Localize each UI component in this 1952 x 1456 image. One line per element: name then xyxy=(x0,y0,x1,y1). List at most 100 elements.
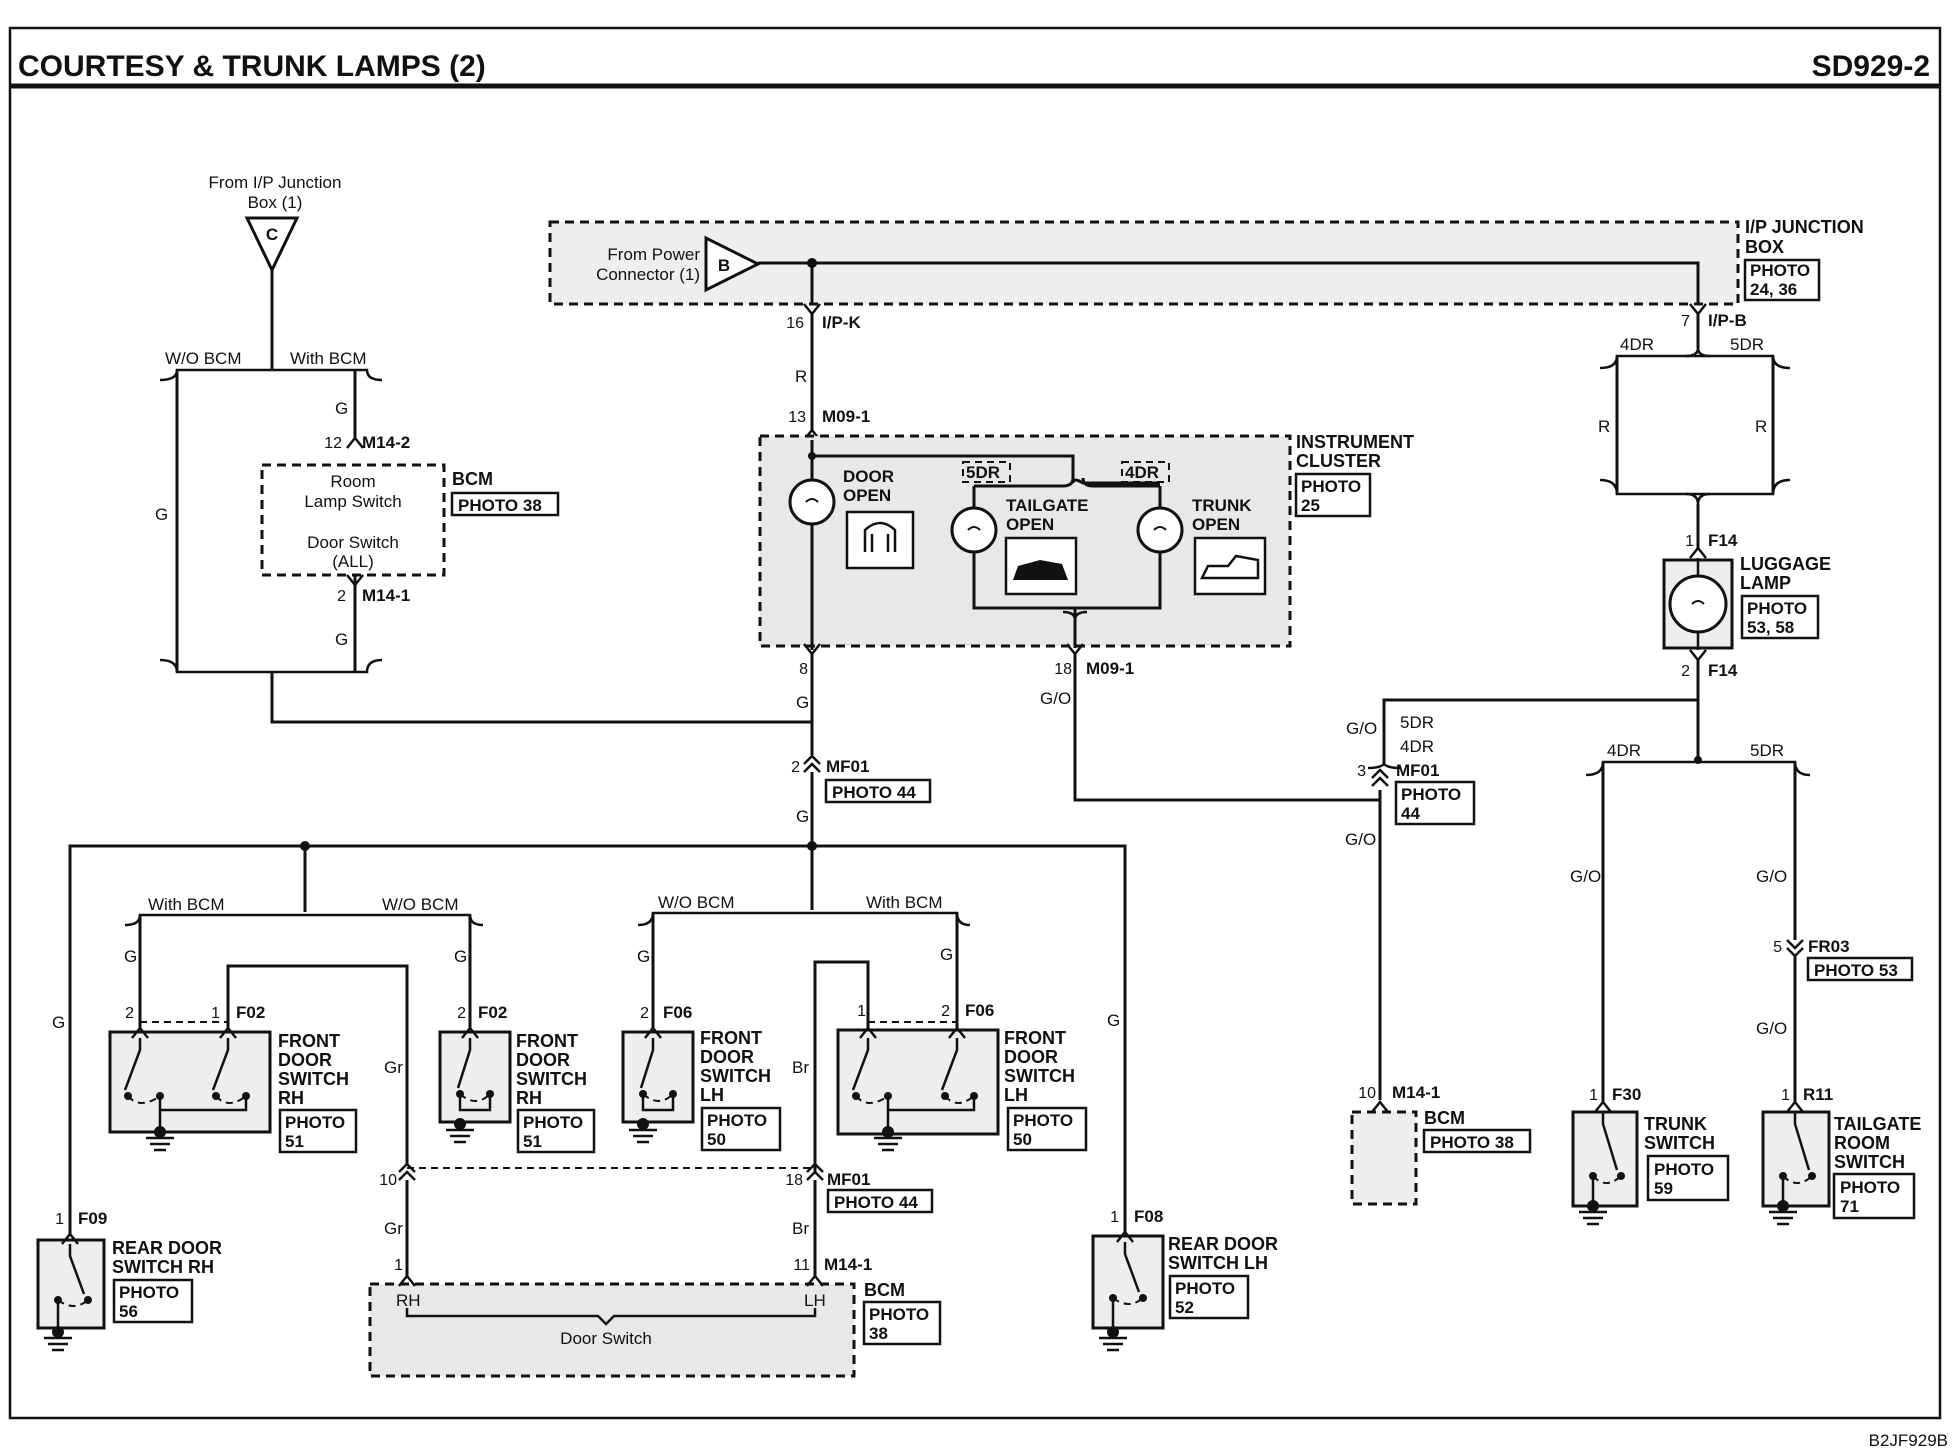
front-door-switch-lh-wo-bcm: G 2 F06 FRONT DOOR SWITCH LH PHOTO 50 xyxy=(621,913,782,1152)
photo-ref: PHOTO xyxy=(1175,1279,1235,1298)
pin-number: 1 xyxy=(1110,1209,1119,1226)
wire-color-label: R xyxy=(1755,417,1767,436)
wire-color-label: Gr xyxy=(384,1219,403,1238)
connector-id: M14-1 xyxy=(1392,1083,1440,1102)
photo-ref: 59 xyxy=(1654,1179,1673,1198)
bcm-room-lamp-switch: 12 M14-2 Room Lamp Switch Door Switch (A… xyxy=(260,433,560,605)
pin-number: 1 xyxy=(394,1257,403,1274)
cluster-tag-5dr: 5DR xyxy=(966,463,1000,482)
bcm-bottom-rh: RH xyxy=(396,1291,421,1310)
bcm-bottom-door-switch: Door Switch xyxy=(560,1329,652,1348)
pin-number: 12 xyxy=(324,435,342,452)
connector-id: F06 xyxy=(965,1001,994,1020)
connector-id: R11 xyxy=(1803,1085,1833,1104)
component-name: BCM xyxy=(1424,1108,1465,1128)
trunk-switch: 1 F30 TRUNK SWITCH PHOTO 59 xyxy=(1571,1085,1730,1226)
connector-b-source-line2: Connector (1) xyxy=(596,265,700,284)
component-name: LH xyxy=(700,1085,724,1105)
photo-ref: PHOTO 44 xyxy=(832,783,916,802)
wire-color-label: G xyxy=(637,947,650,966)
photo-ref: PHOTO xyxy=(119,1283,179,1302)
option-5dr-mid: 5DR xyxy=(1400,713,1434,732)
wire-color-label: G xyxy=(796,807,809,826)
wire-color-label: G xyxy=(335,630,348,649)
photo-ref: PHOTO xyxy=(1013,1111,1073,1130)
pin-number: 2 xyxy=(457,1005,466,1022)
switch-body xyxy=(108,1030,272,1134)
connector-id: M14-1 xyxy=(362,586,410,605)
connector-c-source-line2: Box (1) xyxy=(248,193,303,212)
bcm-door-switch: 1 11 M14-1 RH LH Door Switch BCM PHOTO 3… xyxy=(368,1255,942,1378)
photo-ref: 51 xyxy=(285,1132,304,1151)
ipjb-name-line1: I/P JUNCTION xyxy=(1745,217,1864,237)
tailgate-open-label-line1: TAILGATE xyxy=(1006,496,1088,515)
wire-color-label: R xyxy=(1598,417,1610,436)
pin-number: 2 xyxy=(941,1003,950,1020)
trunk-open-label-line1: TRUNK xyxy=(1192,496,1252,515)
pin-number: 1 xyxy=(857,1003,866,1020)
pin-number: 1 xyxy=(1589,1087,1598,1104)
switch-body xyxy=(1091,1234,1165,1330)
photo-ref: 56 xyxy=(119,1302,138,1321)
wire-color-label: G/O xyxy=(1345,830,1376,849)
pin-number: 8 xyxy=(799,661,808,678)
connector-id: FR03 xyxy=(1808,937,1850,956)
tailgate-room-switch: 1 R11 TAILGATE ROOM SWITCH PHOTO 71 xyxy=(1761,1085,1921,1226)
photo-ref: PHOTO 53 xyxy=(1814,961,1898,980)
luggage-name-line1: LUGGAGE xyxy=(1740,554,1831,574)
door-switch-bus: With BCM W/O BCM W/O BCM With BCM G G xyxy=(52,841,1127,1234)
component-name: SWITCH xyxy=(1644,1133,1715,1153)
rear-door-switch-rh: 1 F09 REAR DOOR SWITCH RH PHOTO 56 xyxy=(36,1209,222,1352)
instrument-cluster: 5DR 4DR DOOR OPEN TAILGATE OPEN TRUNK OP… xyxy=(758,432,1414,650)
bcm-top-line4: (ALL) xyxy=(332,552,374,571)
photo-ref: 50 xyxy=(1013,1130,1032,1149)
photo-ref: PHOTO xyxy=(285,1113,345,1132)
connector-b-letter: B xyxy=(718,256,730,275)
connector-c-source-line1: From I/P Junction xyxy=(209,173,342,192)
wire-color-label: G xyxy=(1107,1011,1120,1030)
option-with-bcm-rh: With BCM xyxy=(148,895,225,914)
pin-number: 10 xyxy=(1358,1085,1376,1102)
wire-color-label: G xyxy=(155,505,168,524)
wire-color-label: G/O xyxy=(1040,689,1071,708)
wire-color-label: G xyxy=(454,947,467,966)
pin-number: 2 xyxy=(125,1005,134,1022)
option-wo-bcm-top: W/O BCM xyxy=(165,349,242,368)
connector-id: F14 xyxy=(1708,531,1738,550)
door-open-indicator-icon xyxy=(845,510,915,570)
wire-color-label: Br xyxy=(792,1219,809,1238)
component-name: SWITCH xyxy=(516,1069,587,1089)
component-name: FRONT xyxy=(278,1031,340,1051)
component-name: RH xyxy=(278,1088,304,1108)
wire-color-label: G xyxy=(52,1013,65,1032)
connector-id: M09-1 xyxy=(822,407,870,426)
photo-ref: PHOTO xyxy=(707,1111,767,1130)
pin-number: 1 xyxy=(55,1211,64,1228)
component-name: LH xyxy=(1004,1085,1028,1105)
photo-ref: 53, 58 xyxy=(1747,618,1794,637)
switch-body xyxy=(621,1030,695,1124)
component-name: DOOR xyxy=(516,1050,570,1070)
tailgate-open-lamp-icon xyxy=(950,506,998,554)
photo-ref: PHOTO xyxy=(1840,1178,1900,1197)
ipjb-name-line2: BOX xyxy=(1745,237,1784,257)
connector-id: MF01 xyxy=(826,757,869,776)
photo-ref: PHOTO xyxy=(1747,599,1807,618)
footer-ref: B2JF929B xyxy=(1869,1431,1948,1450)
wire-color-label: G/O xyxy=(1756,1019,1787,1038)
option-5dr-upper: 5DR xyxy=(1730,335,1764,354)
option-with-bcm-lh: With BCM xyxy=(866,893,943,912)
connector-id: M14-1 xyxy=(824,1255,872,1274)
option-wo-bcm-lh: W/O BCM xyxy=(658,893,735,912)
connector-id: MF01 xyxy=(827,1170,870,1189)
switch-body xyxy=(836,1028,1000,1136)
mf01-right-connector: G/O 5DR 4DR 3 MF01 PHOTO 44 G/O xyxy=(1345,713,1476,1100)
component-name: DOOR xyxy=(278,1050,332,1070)
front-door-switch-rh-with-bcm: G Gr 2 1 F02 FRONT DOOR SWITCH RH PHOTO … xyxy=(108,915,409,1165)
component-name: RH xyxy=(516,1088,542,1108)
component-name: REAR DOOR xyxy=(1168,1234,1278,1254)
wire-color-label: G xyxy=(335,399,348,418)
rear-door-switch-lh: 1 F08 REAR DOOR SWITCH LH PHOTO 52 xyxy=(1091,1207,1278,1352)
luggage-name-line2: LAMP xyxy=(1740,573,1791,593)
connector-c: From I/P Junction Box (1) C xyxy=(209,173,342,274)
